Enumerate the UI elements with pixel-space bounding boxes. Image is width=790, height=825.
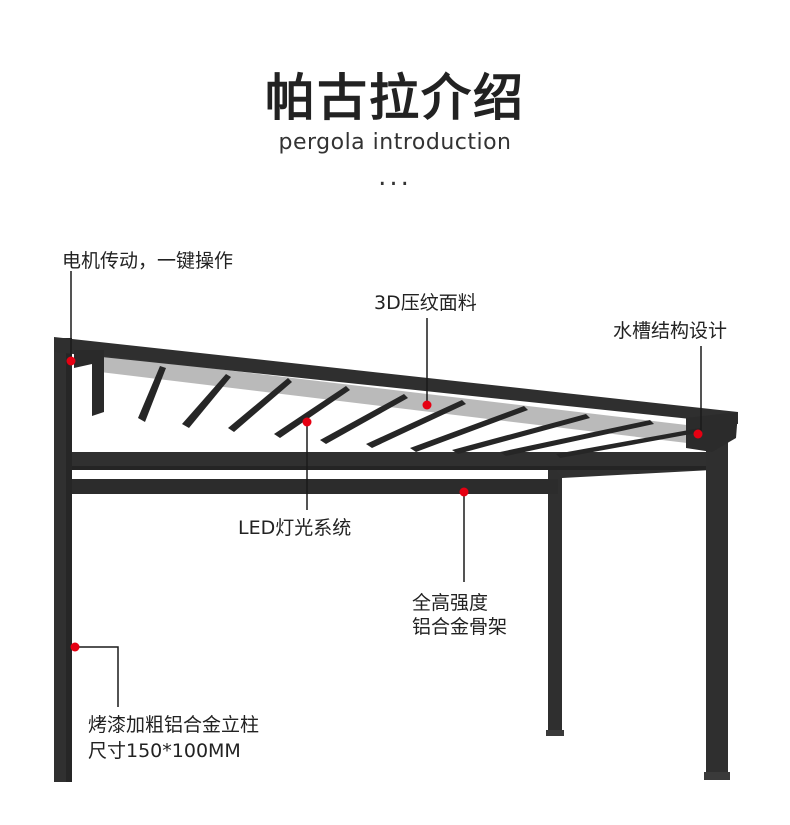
page-subtitle: pergola introduction xyxy=(278,130,512,155)
post-front-right xyxy=(706,432,728,780)
callout-embossed-fabric: 3D压纹面料 xyxy=(374,292,477,314)
marker-motor xyxy=(66,356,76,366)
ellipsis-divider: ... xyxy=(378,162,412,192)
marker-led xyxy=(302,417,312,427)
callout-led: LED灯光系统 xyxy=(238,517,352,539)
callout-post-line1: 烤漆加粗铝合金立柱 xyxy=(88,714,260,736)
left-bracket xyxy=(74,350,104,416)
page-title: 帕古拉介绍 xyxy=(265,69,525,127)
callout-frame-line1: 全高强度 xyxy=(412,592,489,614)
callout-motor: 电机传动，一键操作 xyxy=(62,250,234,272)
marker-embossed xyxy=(422,400,432,410)
marker-gutter xyxy=(693,429,703,439)
callout-markers xyxy=(66,356,703,652)
front-top-beam-edge xyxy=(68,466,716,470)
louvre-blades xyxy=(138,366,702,458)
gutter-box xyxy=(686,412,738,452)
callout-post-line2: 尺寸150*100MM xyxy=(88,740,241,762)
front-top-beam xyxy=(68,452,716,470)
marker-post xyxy=(70,642,80,652)
leader-post xyxy=(75,646,119,707)
roof-front-beam xyxy=(54,337,738,424)
leader-lines xyxy=(70,271,702,707)
callout-gutter: 水槽结构设计 xyxy=(613,320,728,342)
post-front-right-foot xyxy=(704,772,730,780)
marker-frame xyxy=(459,487,469,497)
front-lower-beam xyxy=(68,479,558,494)
post-back-right-foot xyxy=(546,730,564,736)
callout-frame-line2: 铝合金骨架 xyxy=(412,616,508,638)
post-front-left-side xyxy=(66,338,72,782)
post-back-right xyxy=(548,470,562,736)
